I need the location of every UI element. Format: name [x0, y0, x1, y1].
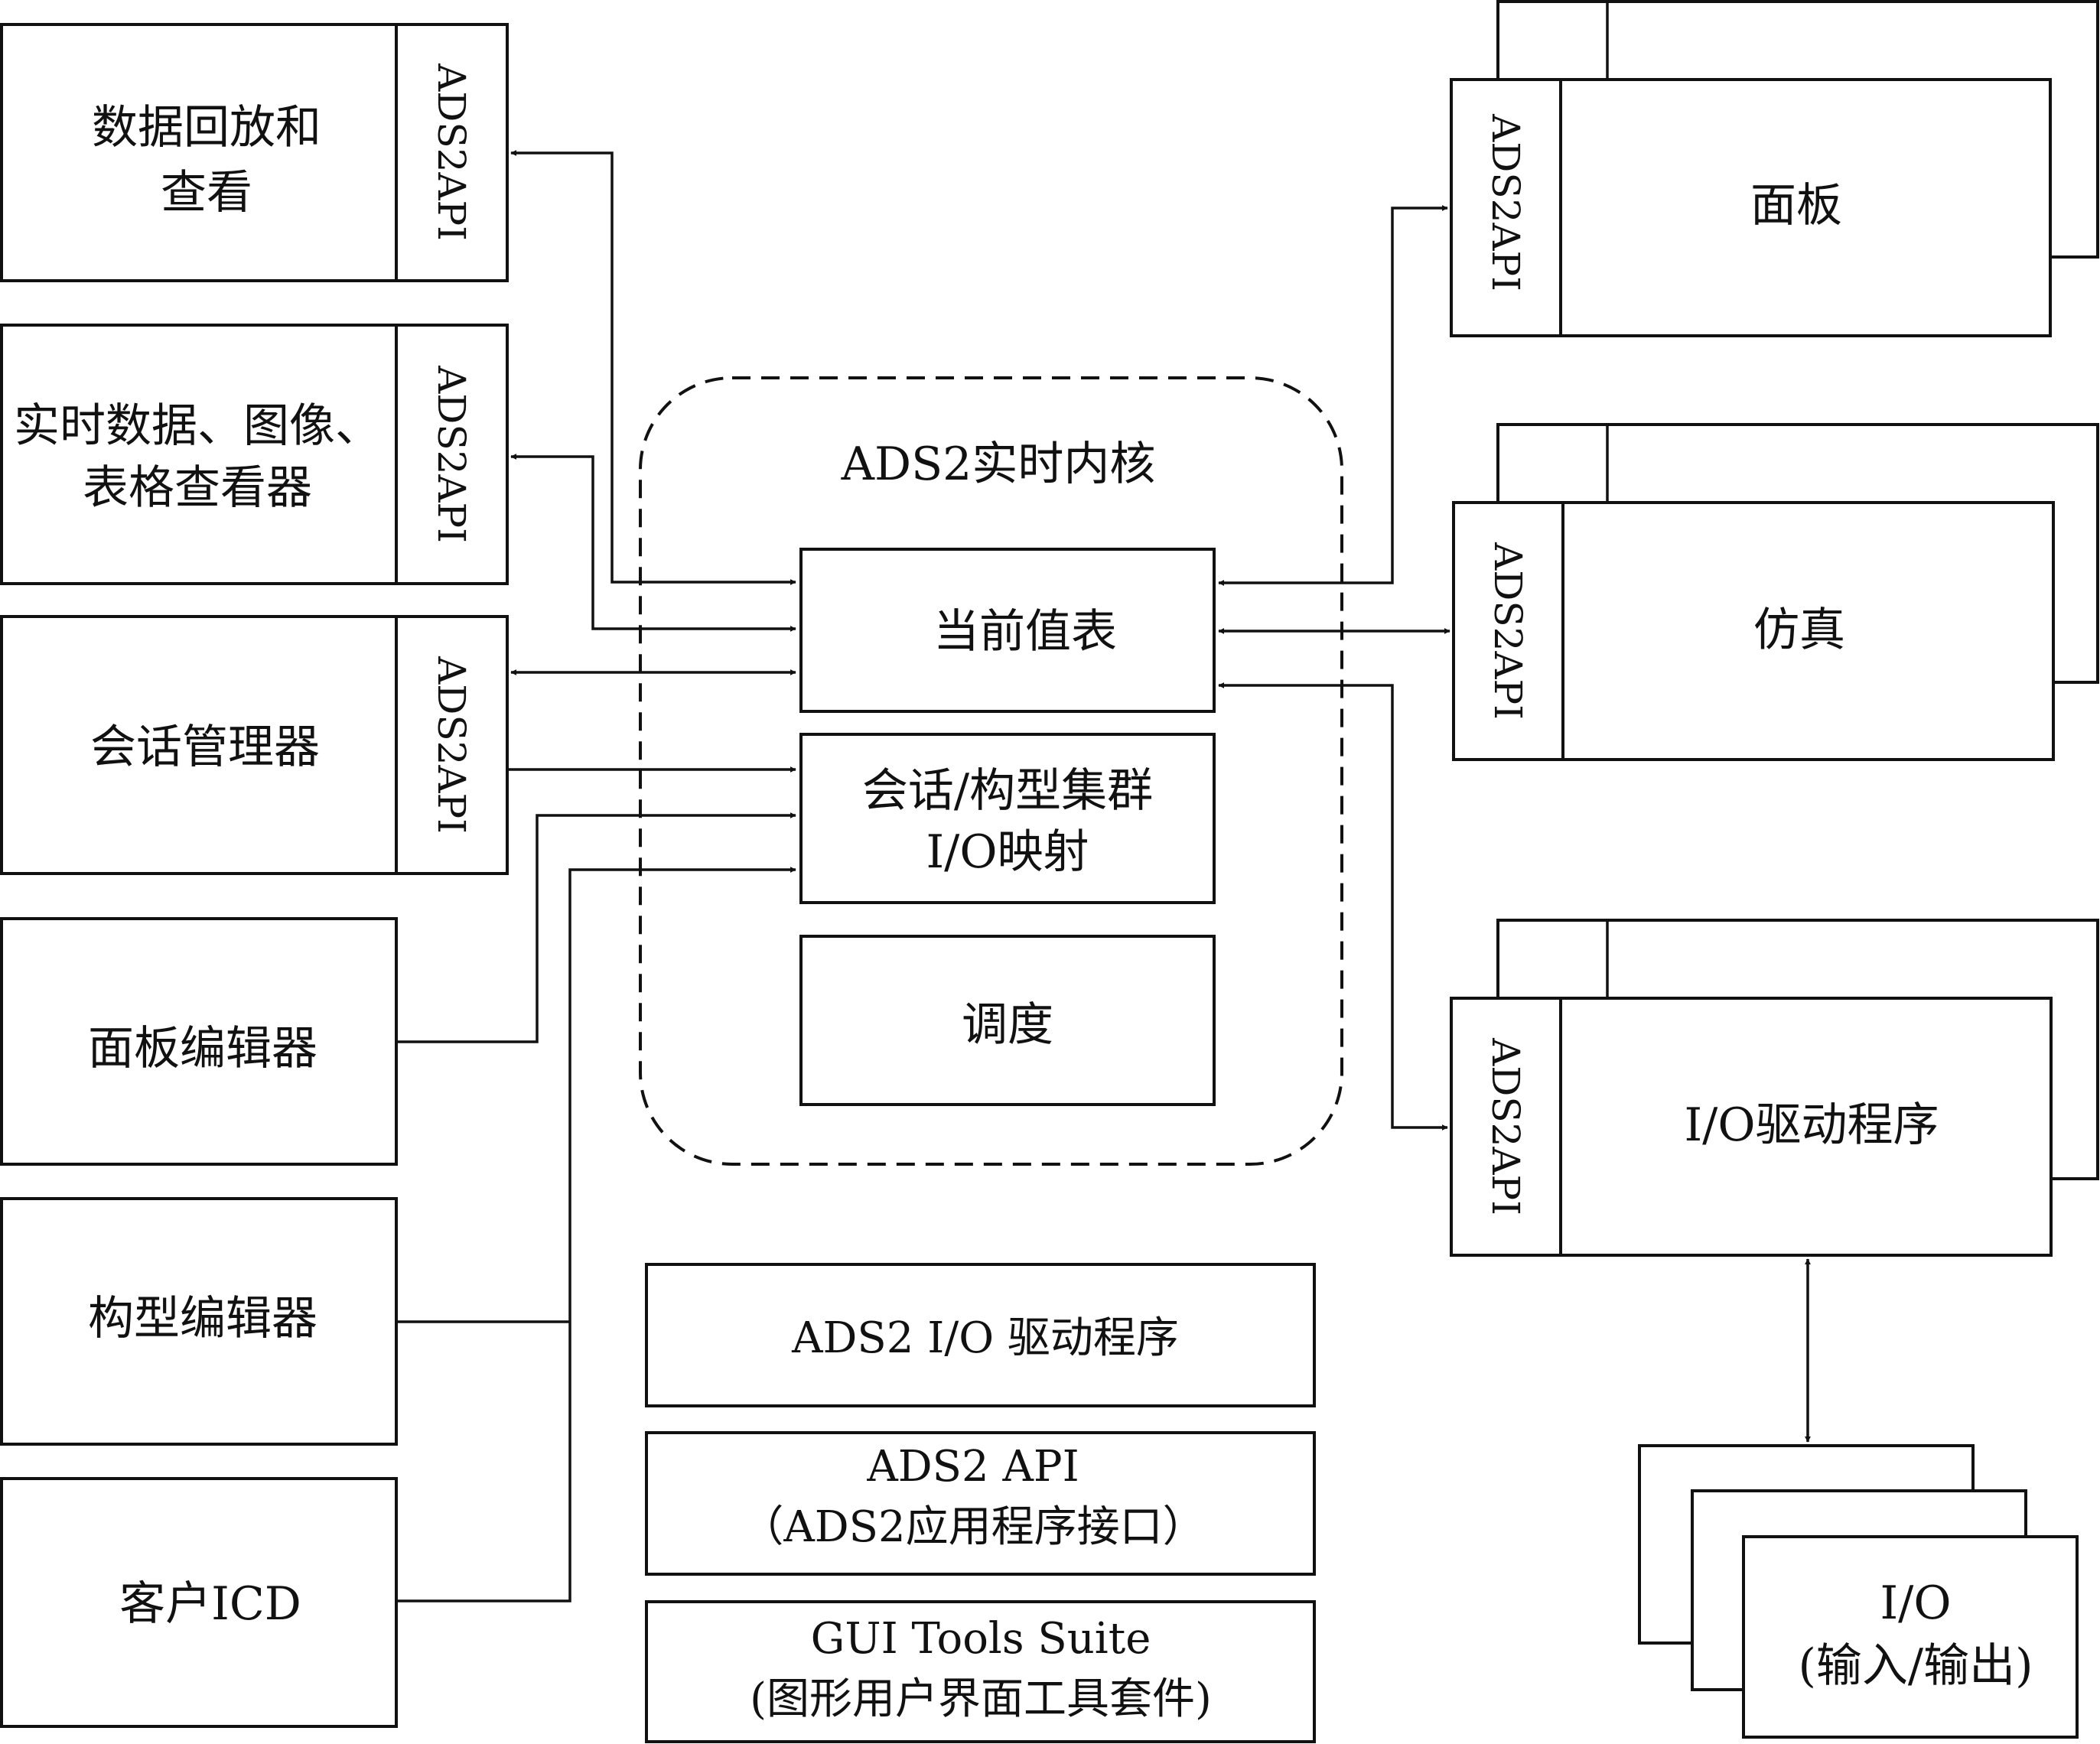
viewers-label-line1: 实时数据、图像、 — [14, 399, 381, 453]
session-manager-label: 会话管理器 — [90, 721, 320, 774]
realtime-kernel: ADS2实时内核 当前值表 会话/构型集群 I/O映射 调度 — [639, 376, 1343, 1166]
simulation-module: 仿真 ADS2API — [1452, 423, 2099, 761]
legend-gui-line1: GUI Tools Suite — [811, 1614, 1151, 1664]
kernel-title: ADS2实时内核 — [841, 438, 1156, 491]
legend-api-line1: ADS2 API — [866, 1442, 1079, 1492]
cvt-io-driver-arrow — [1218, 682, 1448, 1131]
config-editor-box — [0, 1197, 398, 1446]
config-editor-label: 构型编辑器 — [88, 1292, 317, 1345]
viewers-cvt-arrow — [510, 454, 796, 632]
mapping-box — [799, 733, 1216, 904]
legend-io-driver-box — [645, 1263, 1316, 1407]
simulation-label: 仿真 — [1753, 604, 1845, 657]
panel-editor-module: 面板编辑器 — [0, 917, 398, 1166]
panel-label: 面板 — [1750, 179, 1842, 233]
panel-editor-mapping-arrow — [396, 812, 796, 1043]
panel-module: 面板 ADS2API — [1450, 0, 2099, 337]
panel-api-label: ADS2API — [1483, 113, 1528, 291]
session-manager-module: 会话管理器 ADS2API — [0, 615, 509, 875]
legend-gui-box — [645, 1600, 1316, 1743]
scheduler-box — [799, 935, 1216, 1106]
io-driver-module: I/O驱动程序 ADS2API — [1450, 919, 2099, 1257]
legend-api-line2: （ADS2应用程序接口） — [741, 1502, 1205, 1552]
legend-io-driver-label: ADS2 I/O 驱动程序 — [791, 1313, 1179, 1363]
customer-icd-module: 客户ICD — [0, 1477, 398, 1728]
config-editor-module: 构型编辑器 — [0, 1197, 398, 1446]
io-label-line1: I/O — [1880, 1576, 1951, 1630]
simulation-api-tag — [1452, 501, 1564, 761]
viewers-box — [0, 324, 398, 585]
session-manager-api-tag — [395, 615, 509, 875]
panel-editor-box — [0, 917, 398, 1166]
io-driver-api-label: ADS2API — [1483, 1037, 1528, 1215]
replay-cvt-arrow — [510, 150, 796, 585]
icd-mapping-arrow — [396, 867, 796, 1602]
io-label-line2: (输入/输出) — [1798, 1639, 2033, 1693]
io-driver-api-tag — [1450, 997, 1562, 1257]
replay-box — [0, 23, 398, 282]
replay-api-label: ADS2API — [429, 63, 474, 241]
viewers-label-line2: 表格查看器 — [83, 461, 312, 515]
io-driver-label: I/O驱动程序 — [1684, 1098, 1939, 1152]
replay-api-tag — [395, 23, 509, 282]
connectors — [396, 150, 1811, 1602]
io-box — [1742, 1535, 2079, 1739]
cvt-label: 当前值表 — [933, 605, 1117, 659]
replay-label-line1: 数据回放和 — [92, 101, 321, 155]
viewers-api-tag — [395, 324, 509, 585]
legend-gui-line2: (图形用户界面工具套件) — [750, 1674, 1212, 1724]
legend-api-box — [645, 1431, 1316, 1576]
io-module: I/O (输入/输出) — [1638, 1444, 2079, 1739]
customer-icd-label: 客户ICD — [119, 1577, 301, 1631]
mapping-label-line1: 会话/构型集群 — [862, 764, 1153, 818]
mapping-label-line2: I/O映射 — [926, 825, 1089, 879]
session-manager-box — [0, 615, 398, 875]
scheduler-label: 调度 — [962, 998, 1053, 1052]
legend: ADS2 I/O 驱动程序 ADS2 API （ADS2应用程序接口） GUI … — [645, 1263, 1316, 1743]
viewers-api-label: ADS2API — [429, 365, 474, 543]
replay-module: 数据回放和 查看 ADS2API — [0, 23, 509, 282]
viewers-module: 实时数据、图像、 表格查看器 ADS2API — [0, 324, 509, 585]
cvt-panel-arrow — [1218, 205, 1448, 586]
simulation-api-label: ADS2API — [1486, 542, 1530, 720]
panel-api-tag — [1450, 78, 1562, 337]
session-manager-api-label: ADS2API — [429, 656, 474, 834]
customer-icd-box — [0, 1477, 398, 1728]
replay-label-line2: 查看 — [161, 166, 252, 220]
panel-editor-label: 面板编辑器 — [88, 1022, 317, 1075]
cvt-box — [799, 548, 1216, 713]
